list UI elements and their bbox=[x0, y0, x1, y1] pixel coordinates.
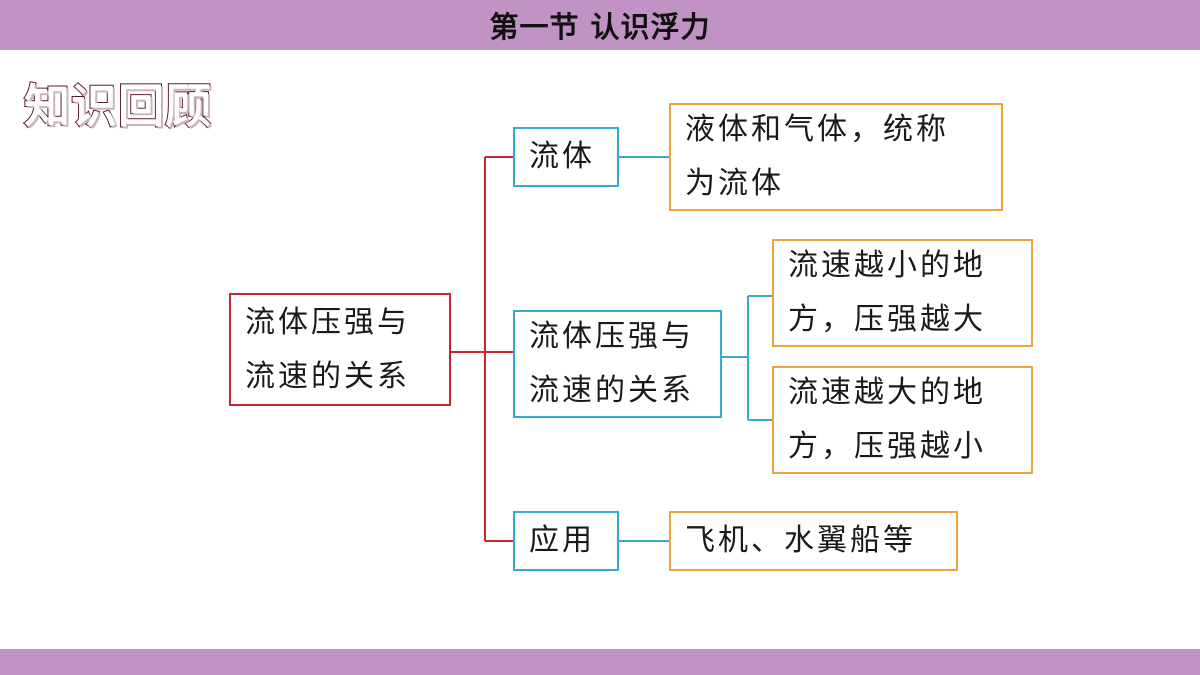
relation-detail-low-speed: 流速越小的地 方，压强越大 bbox=[772, 239, 1033, 347]
branch-application-label: 应用 bbox=[529, 523, 595, 558]
page-title: 第一节 认识浮力 bbox=[489, 10, 711, 44]
relation-detail-high-speed-line2: 方，压强越小 bbox=[788, 429, 986, 464]
branch-relation: 流体压强与 流速的关系 bbox=[513, 310, 722, 418]
root-node-line1: 流体压强与 bbox=[245, 304, 410, 340]
branch-relation-line1: 流体压强与 bbox=[529, 319, 694, 354]
root-node-line2: 流速的关系 bbox=[245, 358, 410, 394]
relation-detail-high-speed: 流速越大的地 方，压强越小 bbox=[772, 366, 1033, 474]
application-examples: 飞机、水翼船等 bbox=[669, 511, 958, 571]
relation-detail-high-speed-line1: 流速越大的地 bbox=[788, 375, 986, 410]
section-heading: 知识回顾 bbox=[23, 78, 212, 134]
fluid-definition-line1: 液体和气体，统称 bbox=[685, 112, 949, 147]
root-node: 流体压强与 流速的关系 bbox=[229, 293, 451, 406]
branch-relation-line2: 流速的关系 bbox=[529, 373, 694, 408]
fluid-definition: 液体和气体，统称 为流体 bbox=[669, 103, 1003, 211]
application-examples-label: 飞机、水翼船等 bbox=[685, 523, 916, 558]
footer-bar bbox=[0, 649, 1200, 675]
branch-application: 应用 bbox=[513, 511, 619, 571]
branch-fluid-label: 流体 bbox=[529, 139, 595, 174]
relation-detail-low-speed-line1: 流速越小的地 bbox=[788, 248, 986, 283]
header-bar: 第一节 认识浮力 bbox=[0, 0, 1200, 50]
fluid-definition-line2: 为流体 bbox=[685, 166, 784, 201]
branch-fluid: 流体 bbox=[513, 127, 619, 187]
relation-detail-low-speed-line2: 方，压强越大 bbox=[788, 302, 986, 337]
